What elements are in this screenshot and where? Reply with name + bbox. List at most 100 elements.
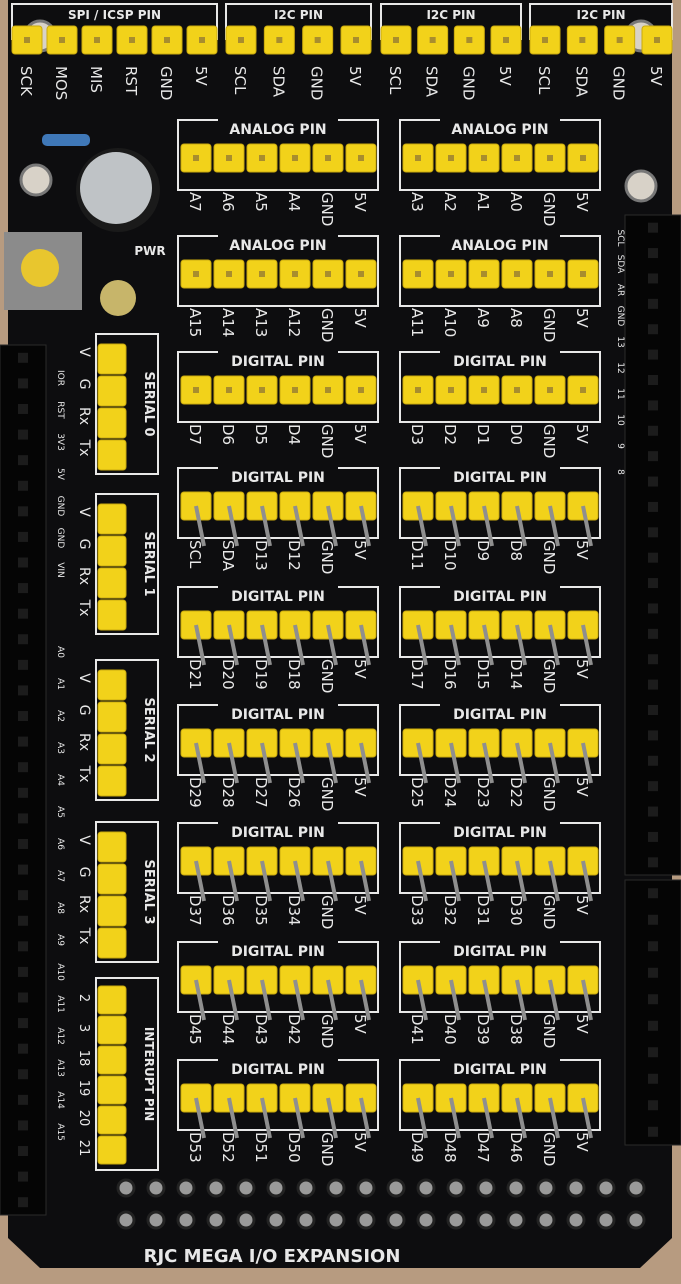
through-hole [596,1210,616,1230]
header-pin-tip [580,155,586,161]
pin-label: A0 [507,192,525,212]
through-hole [266,1178,286,1198]
pin-label: G [76,867,92,878]
header-pin-tip [226,271,232,277]
header-pin-leg [449,742,461,784]
header-pin-leg [293,1097,305,1139]
pin-label: GND [459,66,477,100]
pin-label: SDA [423,66,441,98]
pin-label: 5V [573,192,591,213]
through-hole [566,1210,586,1230]
block-outline [95,821,159,963]
pin-label: Tx [76,765,92,783]
pin-label: V [76,347,92,357]
header-pin-housing [97,375,127,407]
header-socket [18,864,28,875]
header-socket [18,403,28,414]
header-pin-leg [515,1097,527,1139]
block-title: I2C PIN [274,8,323,22]
header-socket [18,608,28,619]
header-pin-housing [97,407,127,439]
header-socket [648,552,658,563]
edge-label: RST [55,401,65,419]
block-title: DIGITAL PIN [453,589,547,605]
header-socket [648,941,658,952]
pin-label: MOS [52,66,70,100]
block-title: DIGITAL PIN [231,470,325,486]
through-hole [296,1178,316,1198]
header-socket [648,1020,658,1031]
header-pin-tip [325,155,331,161]
pin-label: D41 [408,1014,426,1045]
header-pin-tip [325,271,331,277]
pin-label: SDA [269,66,287,98]
header-pin-leg [515,979,527,1021]
header-pin-leg [260,1097,272,1139]
edge-label: A14 [55,1091,65,1109]
through-hole [356,1178,376,1198]
pin-label: Rx [76,733,92,751]
pin-label: A7 [186,192,204,212]
header-socket [648,654,658,665]
header-socket [648,400,658,411]
block-outline [11,3,218,40]
header-pin-housing [97,927,127,959]
pin-label: GND [318,308,336,342]
pin-label: D49 [408,1132,426,1163]
header-pin-housing [97,439,127,471]
pin-label: D47 [474,1132,492,1163]
header-pin-tip [94,37,100,43]
header-pin-leg [482,742,494,784]
header-body [0,344,47,1216]
through-hole [446,1210,466,1230]
pin-label: Rx [76,407,92,425]
pin-label: 5V [496,66,514,87]
block-title: ANALOG PIN [451,122,548,138]
header-pin-leg [449,979,461,1021]
block-title: DIGITAL PIN [231,944,325,960]
block-title: I2C PIN [576,8,625,22]
header-socket [648,375,658,385]
block-title-bg [218,821,338,841]
header-pin-leg [326,979,338,1021]
header-pin-leg [449,505,461,547]
header-pin-tip [542,37,548,43]
pin-label: D6 [219,424,237,445]
through-hole [176,1178,196,1198]
pin-label: D4 [285,424,303,445]
header-socket [18,429,28,440]
header-pin-tip [259,155,265,161]
pin-label: 5V [351,424,369,445]
block-title: DIGITAL PIN [231,707,325,723]
block-title: SERIAL 1 [141,531,156,596]
header-pin-tip [358,271,364,277]
header-pin-housing [97,503,127,535]
header-pin-housing [97,1135,127,1165]
header-pin-tip [292,155,298,161]
block-outline [95,493,159,635]
through-hole [326,1178,346,1198]
header-pin-leg [359,860,371,902]
header-pin-tip [226,387,232,393]
pin-label: 5V [647,66,665,87]
header-pin-leg [260,742,272,784]
header-socket [18,378,28,389]
header-pin-tip [580,387,586,393]
pin-label: A1 [474,192,492,212]
pin-label: D27 [252,777,270,808]
header-pin-leg [227,505,239,547]
header-pin-tip [276,37,283,43]
pin-label: D16 [441,659,459,690]
through-hole [356,1210,376,1230]
pin-label: D12 [285,540,303,571]
header-socket [18,634,28,645]
edge-label: VIN [55,562,65,578]
through-hole [176,1210,196,1230]
edge-label: 8 [615,469,625,475]
block-title-bg [440,118,560,138]
header-socket [648,831,658,842]
